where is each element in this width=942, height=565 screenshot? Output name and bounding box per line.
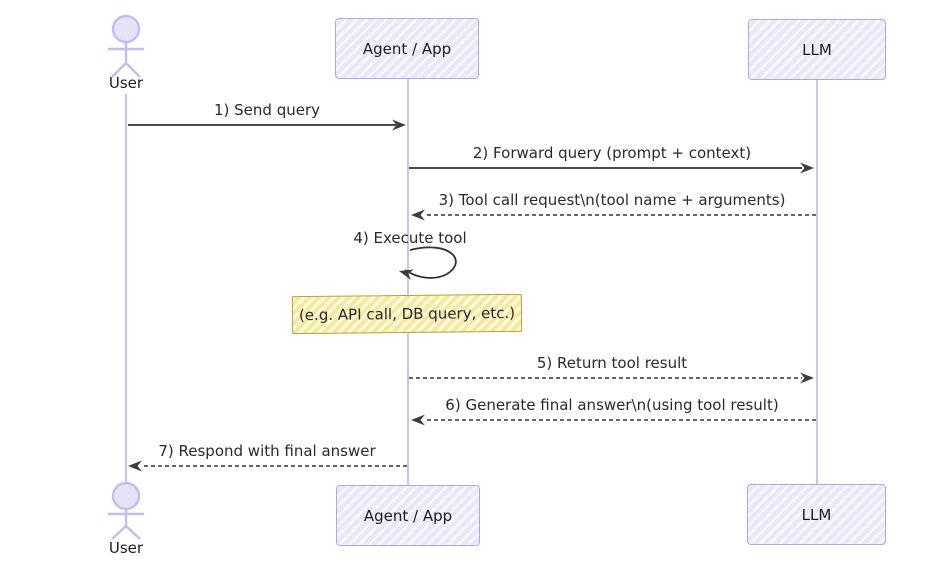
actor-label-user-bottom: User (108, 539, 144, 557)
actor-label-user-top: User (108, 74, 144, 92)
participant-box-agent-top: Agent / App (335, 18, 479, 79)
self-loop-arrow (404, 246, 457, 279)
participant-label-agent: Agent / App (363, 506, 453, 525)
message-label-6: 6) Generate final answer\n(using tool re… (445, 396, 779, 414)
arrowhead-6 (411, 414, 425, 426)
message-label-3: 3) Tool call request\n(tool name + argum… (438, 191, 786, 209)
participant-box-llm-bottom: LLM (747, 484, 886, 545)
arrowhead-5 (800, 372, 814, 384)
arrowhead-3 (411, 209, 425, 221)
message-label-7: 7) Respond with final answer (158, 442, 376, 460)
participant-box-llm-top: LLM (748, 19, 886, 80)
arrowhead-1 (392, 119, 406, 131)
arrowhead-4 (399, 269, 414, 280)
participant-label-agent: Agent / App (362, 39, 452, 58)
message-label-4: 4) Execute tool (353, 229, 467, 247)
actor-figure-user-bottom (108, 481, 144, 540)
arrowhead-7 (128, 460, 142, 472)
note-label: (e.g. API call, DB query, etc.) (298, 303, 516, 325)
message-label-2: 2) Forward query (prompt + context) (472, 144, 752, 162)
message-label-1: 1) Send query (213, 101, 321, 119)
participant-label-llm: LLM (802, 40, 832, 59)
arrowhead-2 (800, 162, 814, 174)
participant-label-llm: LLM (801, 505, 832, 524)
note-box: (e.g. API call, DB query, etc.) (291, 293, 523, 335)
message-label-5: 5) Return tool result (536, 354, 688, 372)
actor-figure-user-top (108, 14, 144, 78)
participant-box-agent-bottom: Agent / App (336, 485, 480, 546)
